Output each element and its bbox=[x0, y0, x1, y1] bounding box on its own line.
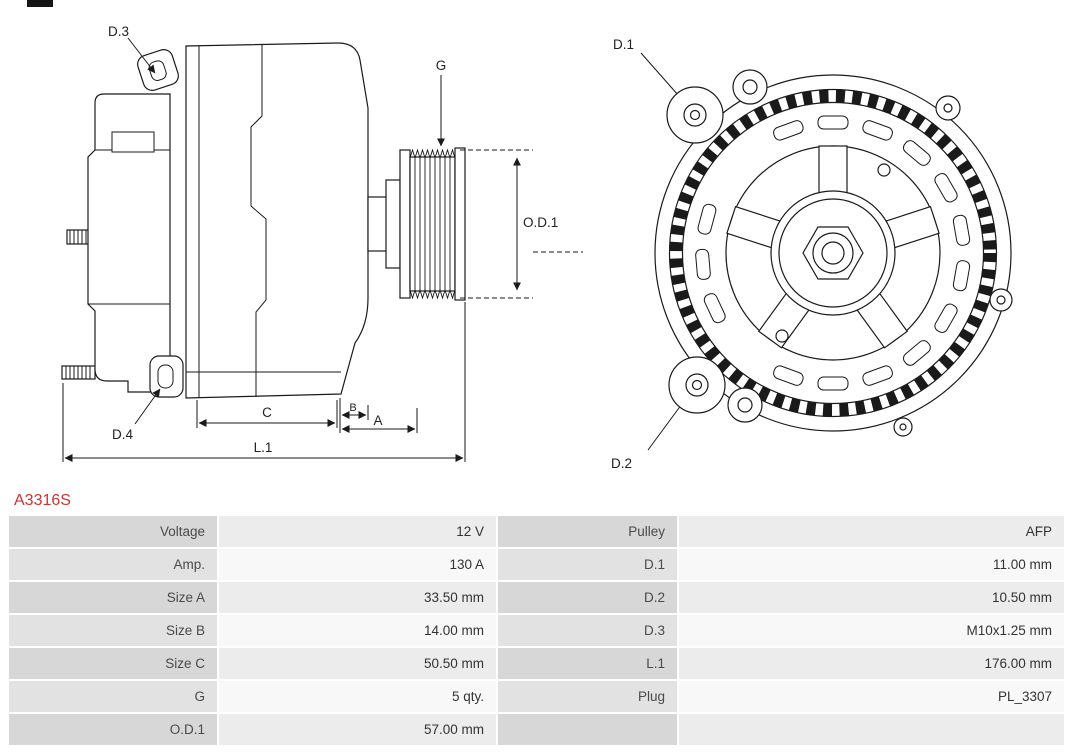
spec-label: Pulley bbox=[498, 516, 677, 547]
front-view bbox=[654, 69, 1013, 437]
label-a: A bbox=[373, 413, 382, 428]
spec-value: 130 A bbox=[219, 549, 496, 580]
spec-label: D.3 bbox=[498, 615, 677, 646]
pulley-front bbox=[770, 190, 896, 316]
spec-label: Size B bbox=[9, 615, 217, 646]
table-row: Size A 33.50 mm D.2 10.50 mm bbox=[9, 582, 1064, 613]
spec-value: M10x1.25 mm bbox=[679, 615, 1064, 646]
table-row: G 5 qty. Plug PL_3307 bbox=[9, 681, 1064, 712]
spec-label: O.D.1 bbox=[9, 714, 217, 745]
spec-label: Size A bbox=[9, 582, 217, 613]
spec-value: PL_3307 bbox=[679, 681, 1064, 712]
label-d2: D.2 bbox=[611, 456, 632, 471]
rear-housing bbox=[87, 93, 171, 393]
spec-label: Amp. bbox=[9, 549, 217, 580]
label-d3: D.3 bbox=[108, 24, 129, 39]
table-row: Amp. 130 A D.1 11.00 mm bbox=[9, 549, 1064, 580]
part-number: A3316S bbox=[14, 492, 71, 509]
table-row: Size C 50.50 mm L.1 176.00 mm bbox=[9, 648, 1064, 679]
side-view bbox=[61, 42, 466, 399]
label-b: B bbox=[349, 402, 356, 414]
table-row: O.D.1 57.00 mm bbox=[9, 714, 1064, 745]
spec-value: 33.50 mm bbox=[219, 582, 496, 613]
pulley-side bbox=[399, 147, 466, 301]
spec-label: Size C bbox=[9, 648, 217, 679]
label-g: G bbox=[436, 58, 447, 73]
spec-value: 11.00 mm bbox=[679, 549, 1064, 580]
table-row: Size B 14.00 mm D.3 M10x1.25 mm bbox=[9, 615, 1064, 646]
label-c: C bbox=[262, 405, 272, 420]
spec-label: L.1 bbox=[498, 648, 677, 679]
spec-value: 50.50 mm bbox=[219, 648, 496, 679]
spec-label: Voltage bbox=[9, 516, 217, 547]
threaded-stud-bottom bbox=[61, 365, 96, 380]
table-row: Voltage 12 V Pulley AFP bbox=[9, 516, 1064, 547]
alternator-diagram: D.3 G O.D.1 D.4 C B A L.1 D.1 D.2 bbox=[61, 24, 1013, 471]
label-l1: L.1 bbox=[254, 440, 273, 455]
spec-value: 5 qty. bbox=[219, 681, 496, 712]
mounting-holes bbox=[683, 79, 1006, 431]
spec-value: 57.00 mm bbox=[219, 714, 496, 745]
mounting-foot-bottom bbox=[149, 355, 184, 398]
label-od1: O.D.1 bbox=[523, 215, 558, 230]
spec-value: 176.00 mm bbox=[679, 648, 1064, 679]
spec-label: Plug bbox=[498, 681, 677, 712]
spec-table: Voltage 12 V Pulley AFP Amp. 130 A D.1 1… bbox=[9, 516, 1064, 745]
front-bracket bbox=[185, 42, 369, 399]
spec-value: 12 V bbox=[219, 516, 496, 547]
spec-value bbox=[679, 714, 1064, 745]
spec-label: D.1 bbox=[498, 549, 677, 580]
label-d1: D.1 bbox=[613, 37, 634, 52]
spec-label: D.2 bbox=[498, 582, 677, 613]
spec-label bbox=[498, 714, 677, 745]
diagram-labels: D.3 G O.D.1 D.4 C B A L.1 D.1 D.2 bbox=[108, 24, 634, 471]
spec-value: 10.50 mm bbox=[679, 582, 1064, 613]
label-d4: D.4 bbox=[112, 427, 134, 442]
spec-label: G bbox=[9, 681, 217, 712]
toothed-ring bbox=[669, 89, 997, 417]
technical-drawing: D.3 G O.D.1 D.4 C B A L.1 D.1 D.2 bbox=[27, 0, 1013, 471]
spec-value: 14.00 mm bbox=[219, 615, 496, 646]
spec-value: AFP bbox=[679, 516, 1064, 547]
logo-fragment bbox=[27, 0, 53, 7]
mounting-ear-top bbox=[137, 49, 179, 91]
threaded-stud-top bbox=[66, 229, 91, 245]
